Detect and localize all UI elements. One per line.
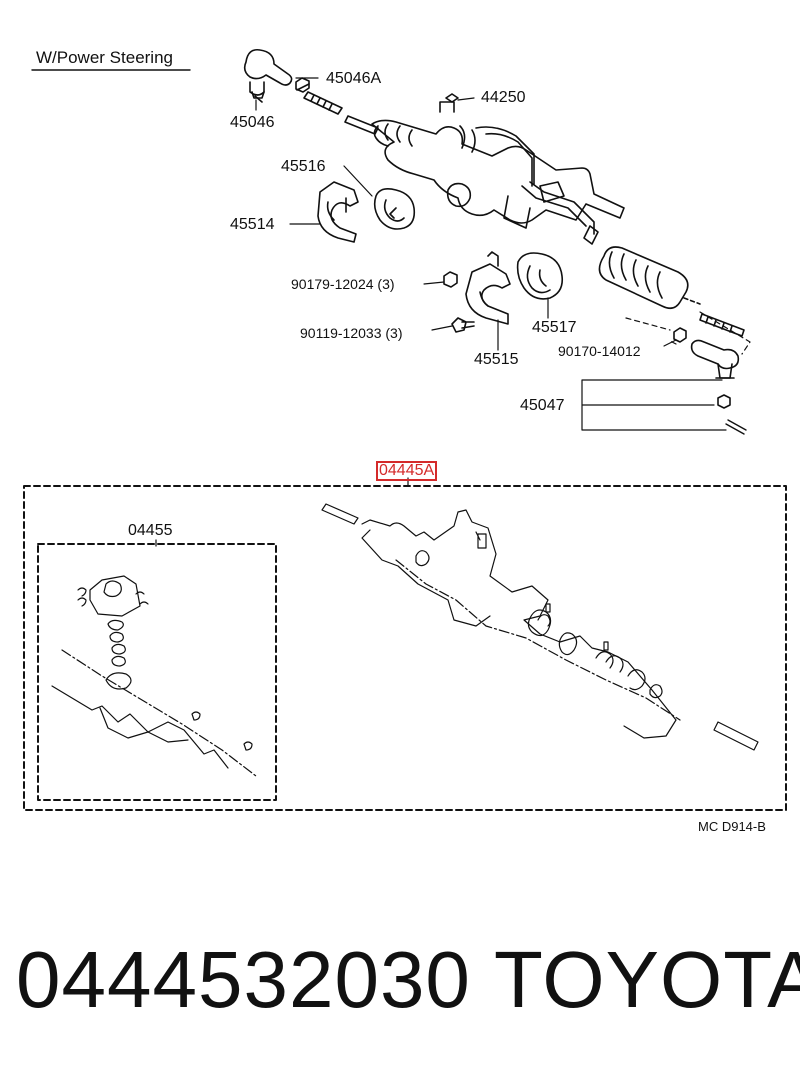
inner-tie-rod-left xyxy=(303,91,379,135)
tie-rod-end-right xyxy=(673,313,745,379)
bracket-45047 xyxy=(581,379,727,431)
leader-lines xyxy=(255,97,677,351)
rack-housing xyxy=(371,93,625,245)
callout-45517: 45517 xyxy=(532,319,577,336)
gasket-kit-outline xyxy=(321,503,759,751)
bracket-45514 xyxy=(317,181,359,243)
bolt-90179 xyxy=(443,271,458,288)
kit-box-04455 xyxy=(37,543,277,801)
assembly-guide-right xyxy=(625,311,751,355)
grommet-45517 xyxy=(516,252,564,300)
callout-45515: 45515 xyxy=(474,351,519,368)
brand-name: TOYOTA xyxy=(494,935,800,1024)
bolt-90119 xyxy=(451,317,475,333)
callout-45046: 45046 xyxy=(230,114,275,131)
callout-90170: 90170-14012 xyxy=(558,343,641,359)
callout-45516: 45516 xyxy=(281,158,326,175)
callout-90179: 90179-12024 (3) xyxy=(291,276,395,292)
reference-code: MC D914-B xyxy=(698,819,766,834)
boot-right xyxy=(598,246,701,310)
castle-nut-45047 xyxy=(717,394,747,435)
kit-box-04445a xyxy=(23,485,787,811)
highlighted-part-label[interactable]: 04445A xyxy=(376,461,438,481)
callout-90119: 90119-12033 (3) xyxy=(300,325,403,341)
nut-45046a xyxy=(295,77,319,93)
callout-45047: 45047 xyxy=(520,397,565,414)
tie-rod-end-left xyxy=(243,48,293,103)
callout-44250: 44250 xyxy=(481,89,526,106)
callout-45046a: 45046A xyxy=(326,70,382,87)
part-number: 0444532030 xyxy=(16,935,471,1024)
grommet-45516 xyxy=(373,188,416,230)
diagram-title: W/Power Steering xyxy=(36,48,173,67)
callout-04455: 04455 xyxy=(128,522,173,539)
callout-45514: 45514 xyxy=(230,216,275,233)
bracket-45515 xyxy=(465,251,511,325)
seal-kit-outline xyxy=(51,575,257,777)
